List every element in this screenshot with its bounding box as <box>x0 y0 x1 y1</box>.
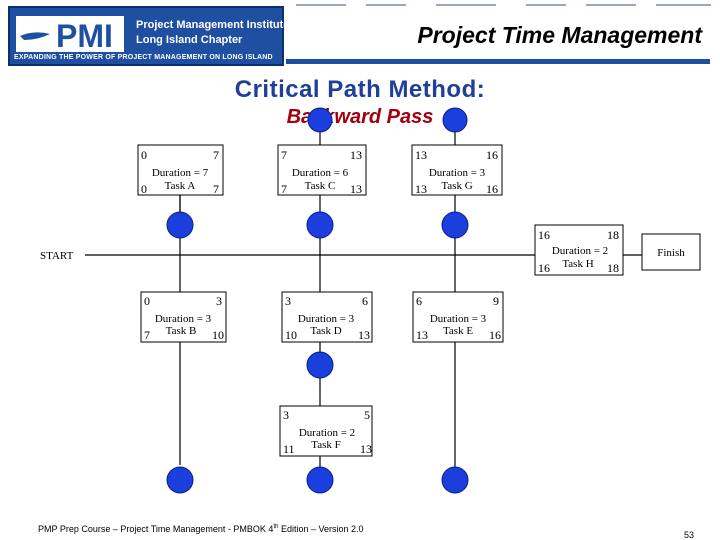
task-d-lf: 13 <box>358 328 370 342</box>
task-a: 0 7 Duration = 7 Task A 0 7 <box>137 144 224 196</box>
task-h-ls: 16 <box>538 261 550 275</box>
footer-course-text: PMP Prep Course – Project Time Managemen… <box>38 524 364 534</box>
task-d-ef: 6 <box>362 294 368 308</box>
logo-tagline: EXPANDING THE POWER OF PROJECT MANAGEMEN… <box>14 54 273 61</box>
task-e-ef: 9 <box>493 294 499 308</box>
task-f-lf: 13 <box>360 442 372 456</box>
node-circle-d-bottom <box>306 351 334 379</box>
task-c-ef: 13 <box>350 148 362 162</box>
task-h-label: Task H <box>562 258 593 270</box>
header-rule <box>286 59 710 64</box>
task-f-ls: 11 <box>283 442 295 456</box>
finish-label: Finish <box>657 247 685 259</box>
page-number: 53 <box>683 530 694 540</box>
task-e: 6 9 Duration = 3 Task E 13 16 <box>412 291 504 343</box>
task-f-es: 3 <box>283 408 289 422</box>
task-g-duration: Duration = 3 <box>429 167 486 179</box>
slide-title: Critical Path Method: <box>234 76 486 103</box>
task-c-label: Task C <box>305 180 336 192</box>
finish-box <box>641 233 701 271</box>
task-g: 13 16 Duration = 3 Task G 13 16 <box>411 144 503 196</box>
task-a-ls: 0 <box>141 182 147 196</box>
footer-superscript: th <box>273 524 279 530</box>
logo-org-name: Project Management Institute <box>136 19 290 31</box>
start-label: START <box>40 250 74 262</box>
logo-letters: PMI <box>56 18 113 52</box>
task-h: 16 18 Duration = 2 Task H 16 18 <box>534 224 624 276</box>
task-b-lf: 10 <box>212 328 224 342</box>
logo-chapter-name: Long Island Chapter <box>136 34 243 46</box>
footer-text-main: PMP Prep Course – Project Time Managemen… <box>38 524 274 534</box>
task-g-ef: 16 <box>486 148 498 162</box>
node-circle-b-bottom <box>166 466 194 494</box>
task-d-es: 3 <box>285 294 291 308</box>
task-a-lf: 7 <box>213 182 219 196</box>
header-title: Project Time Management <box>417 22 702 48</box>
task-g-ls: 13 <box>415 182 427 196</box>
task-b-es: 0 <box>144 294 150 308</box>
node-circle-g-bottom <box>441 211 469 239</box>
task-b-ls: 7 <box>144 328 150 342</box>
task-a-label: Task A <box>165 180 196 192</box>
task-f-label: Task F <box>311 439 340 451</box>
node-circle-f-bottom <box>306 466 334 494</box>
task-h-lf: 18 <box>607 261 619 275</box>
task-h-ef: 18 <box>607 228 619 242</box>
task-e-lf: 16 <box>489 328 501 342</box>
task-e-label: Task E <box>443 325 473 337</box>
task-b: 0 3 Duration = 3 Task B 7 10 <box>140 291 227 343</box>
task-g-es: 13 <box>415 148 427 162</box>
task-c-duration: Duration = 6 <box>292 167 349 179</box>
node-circle-c-bottom <box>306 211 334 239</box>
task-h-duration: Duration = 2 <box>552 245 608 257</box>
pmi-logo-banner: PMI Project Management Institute Long Is… <box>8 6 289 66</box>
task-d-ls: 10 <box>285 328 297 342</box>
task-g-label: Task G <box>441 180 472 192</box>
node-circle-g-top <box>442 107 468 133</box>
node-circle-c-top <box>307 107 333 133</box>
task-f-ef: 5 <box>364 408 370 422</box>
header-dash-decoration <box>296 4 711 6</box>
task-g-lf: 16 <box>486 182 498 196</box>
task-d-duration: Duration = 3 <box>298 313 355 325</box>
task-a-es: 0 <box>141 148 147 162</box>
task-f-duration: Duration = 2 <box>299 427 355 439</box>
task-a-duration: Duration = 7 <box>152 167 209 179</box>
task-e-duration: Duration = 3 <box>430 313 487 325</box>
task-c-ls: 7 <box>281 182 287 196</box>
task-b-label: Task B <box>166 325 197 337</box>
node-circle-a-bottom <box>166 211 194 239</box>
task-c: 7 13 Duration = 6 Task C 7 13 <box>277 144 367 196</box>
task-f: 3 5 Duration = 2 Task F 11 13 <box>279 405 373 457</box>
footer-text-tail: Edition – Version 2.0 <box>278 524 364 534</box>
task-a-ef: 7 <box>213 148 219 162</box>
task-d-label: Task D <box>310 325 341 337</box>
task-e-ls: 13 <box>416 328 428 342</box>
task-c-lf: 13 <box>350 182 362 196</box>
task-h-es: 16 <box>538 228 550 242</box>
task-b-duration: Duration = 3 <box>155 313 212 325</box>
pmi-logo-mark: PMI <box>16 16 124 52</box>
task-d: 3 6 Duration = 3 Task D 10 13 <box>281 291 373 343</box>
node-circle-e-bottom <box>441 466 469 494</box>
task-b-ef: 3 <box>216 294 222 308</box>
task-e-es: 6 <box>416 294 422 308</box>
milestone-circles <box>166 107 469 494</box>
task-c-es: 7 <box>281 148 287 162</box>
